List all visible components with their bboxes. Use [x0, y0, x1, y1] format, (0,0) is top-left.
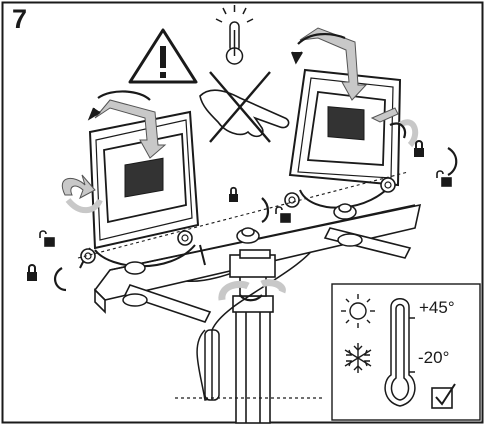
- padlock-closed-icon: [229, 186, 238, 202]
- temperature-legend-box: [331, 283, 481, 421]
- padlock-open-icon: [275, 206, 291, 223]
- rotate-arrow-icon: [94, 99, 167, 159]
- padlock-open-icon: [436, 170, 452, 187]
- padlock-open-icon: [39, 230, 55, 247]
- rotate-arrow-icon: [62, 174, 96, 200]
- step-number: 7: [12, 4, 28, 34]
- snowflake-icon: [344, 343, 372, 373]
- crossbar-mount: [93, 203, 422, 323]
- padlock-closed-icon: [414, 140, 424, 157]
- warning-triangle-icon: [128, 28, 198, 84]
- no-touch-hand-icon: [199, 71, 290, 143]
- rotate-arrow-icon: [370, 107, 399, 123]
- right-floodlight: [284, 68, 402, 209]
- min-temperature-label: -20°: [418, 348, 450, 367]
- thermometer-icon: [384, 298, 416, 407]
- rotation-arrows: [62, 27, 419, 301]
- max-temperature-label: +45°: [419, 298, 455, 317]
- center-knobs: [122, 203, 363, 307]
- tripod-pole: [232, 275, 274, 424]
- knob-rotate-arrows: [53, 32, 458, 302]
- padlock-closed-icon: [27, 264, 37, 281]
- checkbox-checked-icon: [431, 383, 456, 409]
- hot-thermometer-icon: [215, 5, 254, 65]
- tilt-axis-line: [77, 171, 409, 259]
- sun-icon: [341, 294, 375, 328]
- left-floodlight: [79, 110, 206, 269]
